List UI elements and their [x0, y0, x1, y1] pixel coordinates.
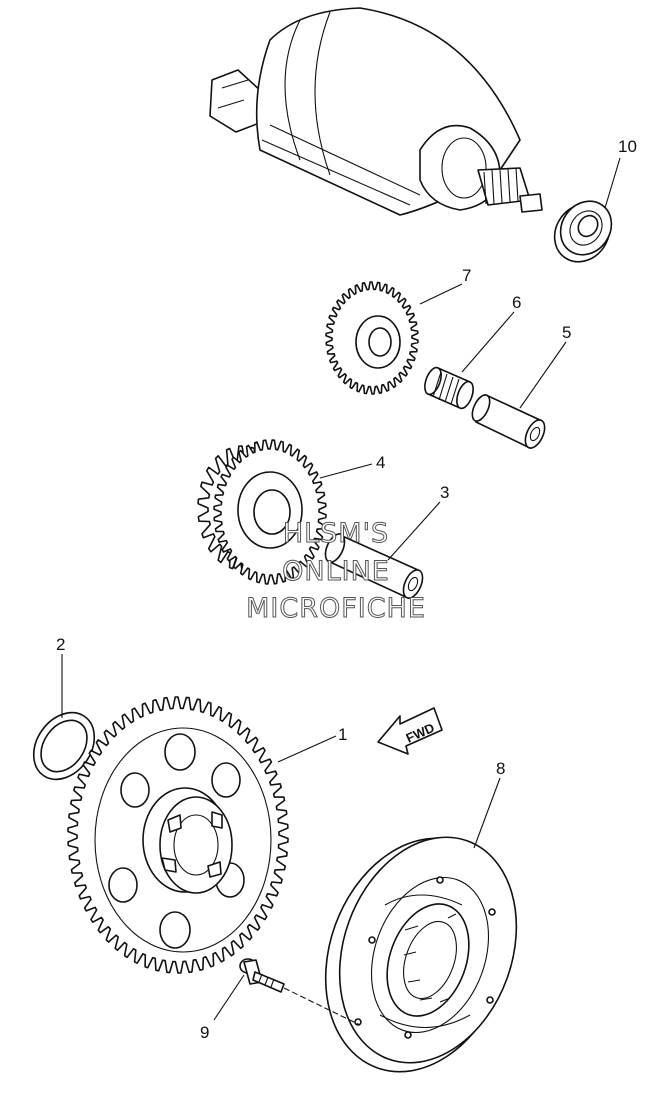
callout-6: 6: [512, 293, 521, 312]
callout-labels: 10 7 6 5 4 3 2 1 8 9: [56, 137, 637, 1042]
fwd-direction-arrow: FWD: [377, 707, 443, 755]
callout-9: 9: [200, 1023, 209, 1042]
callout-1: 1: [338, 725, 347, 744]
callout-3: 3: [440, 483, 449, 502]
callout-8: 8: [496, 759, 505, 778]
callout-7: 7: [462, 266, 471, 285]
callout-10: 10: [618, 137, 637, 156]
starter-motor: [209, 7, 543, 216]
starter-wheel-gear-part-1: [67, 696, 289, 974]
one-way-clutch-part-8: [324, 836, 518, 1073]
watermark-line-3: MICROFICHE: [246, 593, 426, 624]
leader-lines: [61, 157, 621, 1021]
double-gear-part-4: [197, 439, 327, 585]
washer-part-2: [32, 711, 96, 781]
shaft-part-5: [471, 394, 546, 449]
needle-bearing-part-6: [424, 366, 474, 410]
watermark: HLSM'S ONLINE MICROFICHE: [246, 518, 426, 625]
watermark-line-1: HLSM'S: [283, 518, 389, 549]
bearing-part-10: [553, 200, 613, 263]
callout-2: 2: [56, 635, 65, 654]
idler-gear-part-7: [325, 281, 419, 395]
watermark-line-2: ONLINE: [282, 556, 390, 587]
callout-4: 4: [376, 453, 385, 472]
callout-5: 5: [562, 323, 571, 342]
shaft-part-3: [324, 533, 424, 599]
bolt-part-9: [239, 958, 361, 1026]
